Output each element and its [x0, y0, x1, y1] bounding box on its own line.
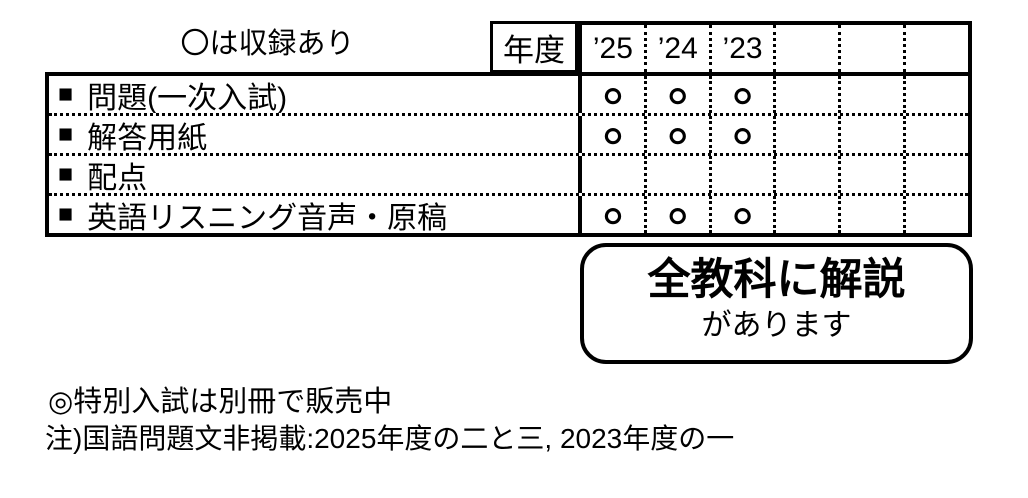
row-label: ■ 英語リスニング音声・原稿	[49, 196, 578, 234]
table-row: ■ 配点	[49, 153, 968, 193]
year-column-header: ’25	[592, 31, 633, 65]
included-mark	[838, 156, 903, 193]
included-mark	[708, 156, 774, 193]
row-cells: ○ ○ ○	[578, 116, 968, 153]
explanation-callout: 全教科に解説 があります	[580, 243, 973, 364]
included-mark	[773, 116, 838, 153]
year-column-header: ’24	[643, 25, 709, 72]
year-column-header: ’23	[708, 25, 774, 72]
row-label-text: 配点	[87, 161, 148, 194]
included-mark	[903, 196, 968, 233]
row-cells: ○ ○ ○	[578, 76, 968, 113]
year-column-header	[903, 25, 968, 72]
included-mark	[903, 156, 968, 193]
row-label: ■ 配点	[49, 156, 578, 194]
row-label-text: 解答用紙	[87, 121, 208, 154]
included-mark: ○	[708, 196, 774, 233]
included-mark: ○	[602, 76, 624, 113]
square-bullet-icon: ■	[58, 200, 74, 228]
year-header-label: 年度	[490, 21, 578, 73]
included-mark	[838, 196, 903, 233]
table-row: ■ 解答用紙 ○ ○ ○	[49, 113, 968, 153]
included-mark	[903, 76, 968, 113]
callout-sub-text: があります	[701, 309, 852, 342]
included-mark	[643, 156, 709, 193]
included-mark	[773, 196, 838, 233]
table-row: ■ 問題(一次入試) ○ ○ ○	[49, 76, 968, 113]
included-mark: ○	[708, 76, 774, 113]
year-header-row: ’25 ’24 ’23	[578, 21, 972, 72]
row-label-text: 問題(一次入試)	[87, 81, 288, 114]
included-mark	[773, 76, 838, 113]
row-cells: ○ ○ ○	[578, 196, 968, 233]
square-bullet-icon: ■	[58, 80, 74, 108]
row-label: ■ 解答用紙	[49, 116, 578, 154]
included-mark: ○	[602, 116, 624, 153]
table-row: ■ 英語リスニング音声・原稿 ○ ○ ○	[49, 193, 968, 233]
included-mark	[838, 116, 903, 153]
included-mark	[773, 156, 838, 193]
included-mark: ○	[643, 76, 709, 113]
callout-main-text: 全教科に解説	[647, 256, 906, 304]
included-mark	[582, 156, 644, 193]
square-bullet-icon: ■	[58, 120, 74, 148]
row-cells	[578, 156, 968, 193]
legend-text: 〇は収録あり	[180, 28, 355, 60]
included-mark: ○	[708, 116, 774, 153]
footnote-omitted-passages: 注)国語問題文非掲載:2025年度の二と三, 2023年度の一	[45, 423, 735, 454]
year-column-header	[773, 25, 838, 72]
footnote-special-exam: ◎特別入試は別冊で販売中	[48, 386, 393, 418]
row-label-text: 英語リスニング音声・原稿	[87, 201, 448, 234]
included-mark: ○	[643, 116, 709, 153]
included-mark	[838, 76, 903, 113]
contents-table: ■ 問題(一次入試) ○ ○ ○ ■ 解答用紙 ○ ○ ○	[45, 72, 972, 237]
included-mark: ○	[602, 196, 624, 233]
included-mark: ○	[643, 196, 709, 233]
included-mark	[903, 116, 968, 153]
row-label: ■ 問題(一次入試)	[49, 76, 578, 114]
year-column-header	[838, 25, 903, 72]
square-bullet-icon: ■	[58, 160, 74, 188]
